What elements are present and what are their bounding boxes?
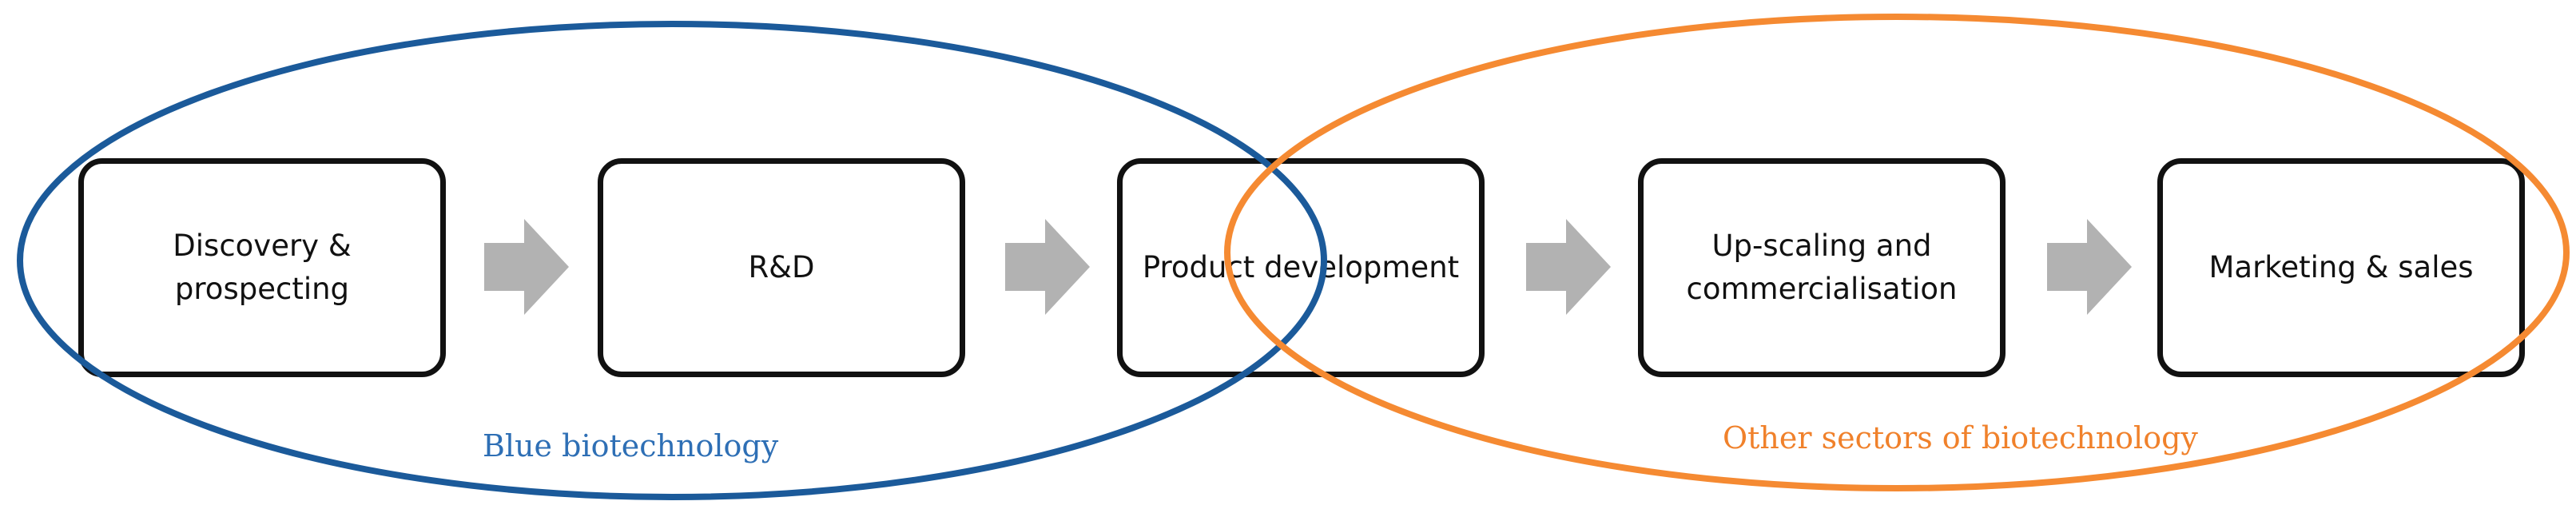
other-sectors-label: Other sectors of biotechnology — [1723, 420, 2198, 455]
stage-label: Marketing & sales — [2208, 250, 2474, 284]
flow-arrow-icon — [2047, 219, 2132, 315]
stage-box-rnd: R&D — [598, 158, 965, 377]
blue-biotechnology-label: Blue biotechnology — [483, 428, 779, 463]
stage-label: Product development — [1142, 250, 1460, 284]
other-biotechnology-ellipse — [1224, 14, 2570, 491]
stage-box-discovery: Discovery & prospecting — [78, 158, 446, 377]
flow-arrow-icon — [1526, 219, 1611, 315]
stage-box-marketing: Marketing & sales — [2157, 158, 2525, 377]
stage-box-upscaling: Up-scaling and commercialisation — [1638, 158, 2006, 377]
stage-label: Up-scaling and commercialisation — [1686, 229, 1958, 306]
stage-label: R&D — [748, 250, 815, 284]
blue-biotechnology-ellipse — [17, 21, 1327, 500]
flow-arrow-icon — [484, 219, 569, 315]
flow-arrow-icon — [1005, 219, 1090, 315]
stage-box-product-development: Product development — [1117, 158, 1485, 377]
stage-label: Discovery & prospecting — [173, 229, 352, 306]
